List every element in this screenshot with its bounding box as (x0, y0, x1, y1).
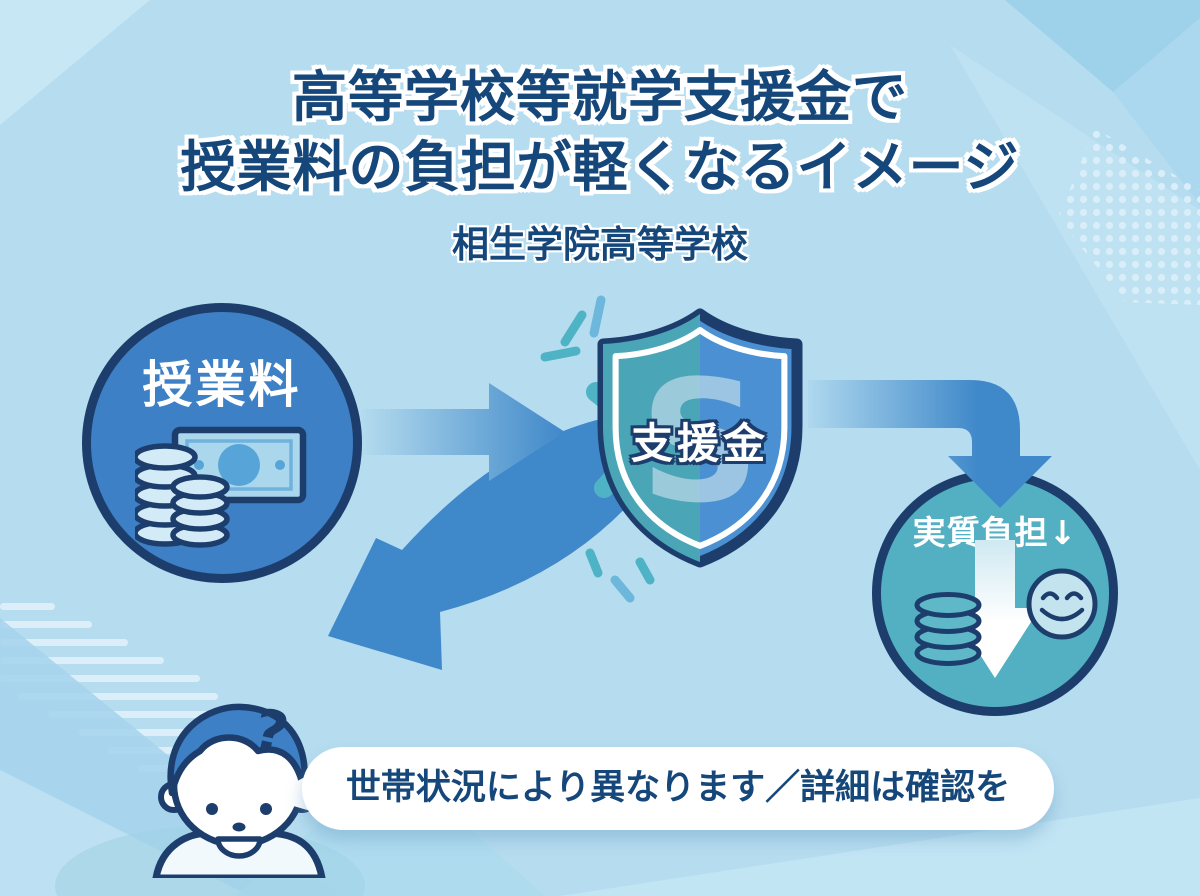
right-arrow-icon (361, 383, 565, 481)
school-name-subtitle: 相生学院高等学校 (452, 223, 748, 266)
coin-stack-icon (914, 592, 982, 666)
elbow-down-arrow-icon (808, 380, 1052, 508)
page-title-line2: 授業料の負担が軽くなるイメージ (180, 135, 1020, 199)
shield-letter: S (640, 344, 761, 540)
curved-arrow-icon (328, 412, 658, 670)
shield-icon: S (597, 308, 803, 568)
sparkle-lines-icon (540, 295, 655, 603)
support-label: 支援金 (630, 419, 769, 468)
smiley-icon (1026, 568, 1098, 640)
speech-bubble-text: 世帯状況により異なります／詳細は確認を (345, 768, 1011, 808)
money-banknote-and-coins-icon (135, 426, 307, 548)
tuition-label: 授業料 (142, 356, 302, 414)
speech-bubble (302, 747, 1054, 830)
page-title-line1: 高等学校等就学支援金で (291, 65, 908, 129)
down-arrow-icon (950, 540, 1040, 678)
